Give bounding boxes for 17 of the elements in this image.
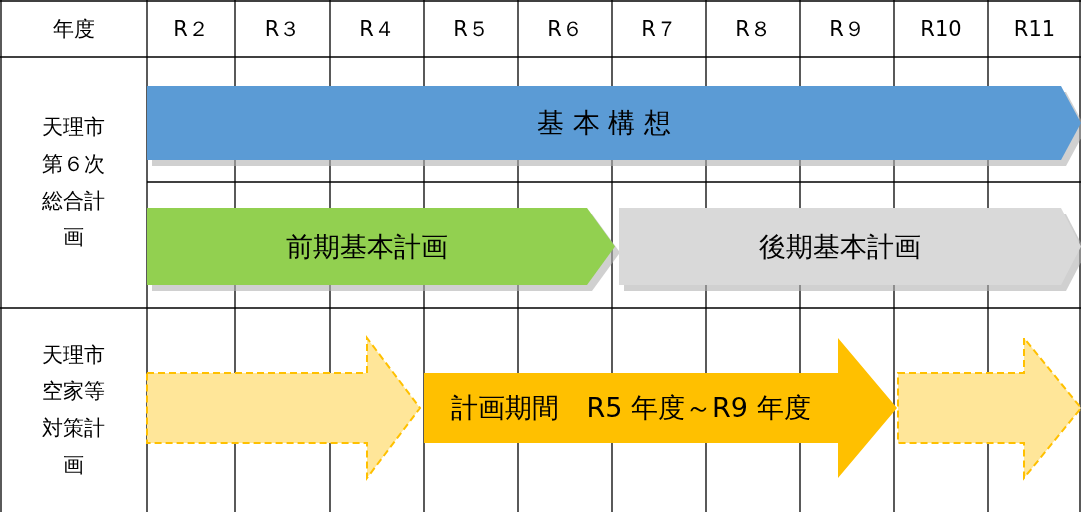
year-label: R３ — [264, 15, 301, 43]
column-heading: 年度 — [52, 15, 95, 43]
plan-label: 前期基本計画 — [285, 229, 449, 264]
year-label: R９ — [829, 15, 865, 43]
plan-label: 基 本 構 想 — [536, 106, 672, 140]
year-label: R２ — [173, 15, 209, 43]
year-label: R５ — [453, 15, 489, 43]
year-label: R８ — [735, 15, 771, 43]
row-heading: 天理市空家等対策計画 — [41, 341, 106, 479]
year-label: R４ — [359, 15, 395, 43]
plan-label: 後期基本計画 — [758, 229, 922, 264]
year-label: R11 — [1013, 16, 1056, 41]
year-label: R10 — [920, 16, 962, 41]
year-label: R６ — [547, 15, 583, 43]
row-heading: 天理市第６次総合計画 — [41, 114, 106, 252]
plan-label: 計画期間 R5 年度～R9 年度 — [450, 391, 812, 425]
year-label: R７ — [641, 15, 677, 43]
